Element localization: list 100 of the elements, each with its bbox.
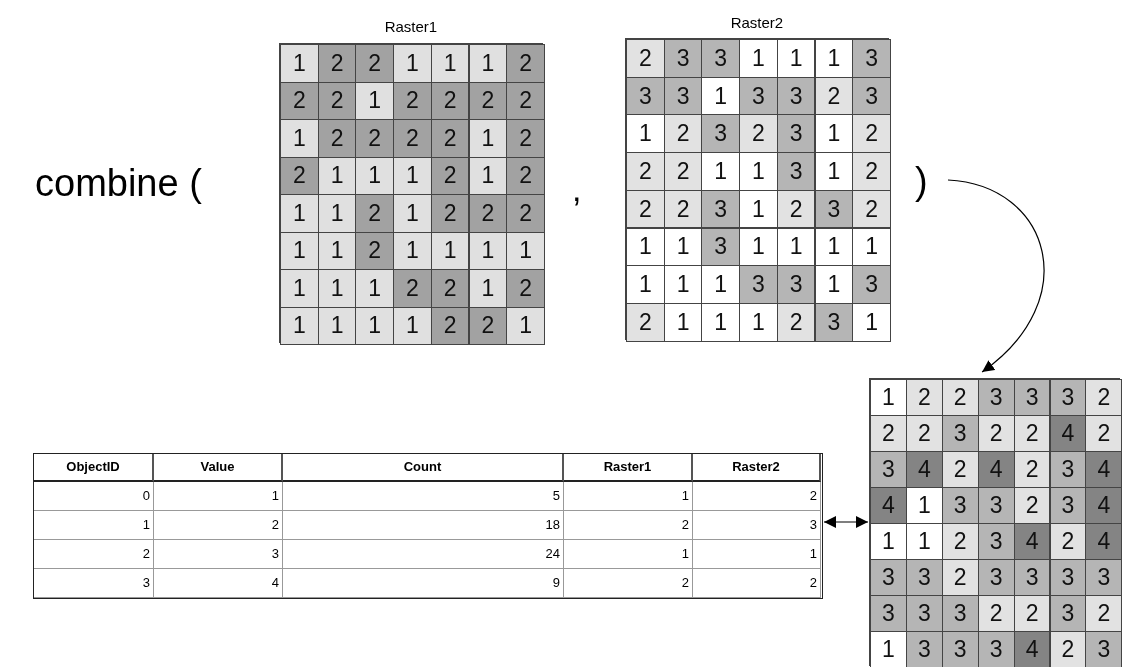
- grid-cell: 2: [430, 306, 470, 345]
- grid-cell: 1: [280, 269, 319, 308]
- grid-cell: 2: [506, 269, 545, 308]
- table-value: 18: [283, 511, 564, 540]
- grid-cell: 2: [852, 114, 891, 154]
- grid-cell: 2: [355, 194, 395, 233]
- table-value: 1: [564, 482, 693, 511]
- grid-cell: 2: [739, 114, 778, 154]
- grid-cell: 1: [852, 302, 891, 342]
- grid-cell: 2: [355, 44, 395, 83]
- grid-cell: 1: [317, 269, 357, 308]
- arrow: [823, 516, 869, 528]
- grid-cell: 3: [739, 76, 778, 116]
- grid-cell: 2: [430, 269, 470, 308]
- grid-cell: 4: [1085, 523, 1122, 560]
- grid-cell: 3: [1085, 631, 1122, 667]
- grid-cell: 2: [317, 44, 357, 83]
- grid-cell: 2: [430, 194, 470, 233]
- grid-cell: 1: [280, 194, 319, 233]
- grid-title: Raster1: [383, 18, 439, 35]
- grid-cell: 4: [1013, 631, 1051, 667]
- grid-cell: 2: [280, 81, 319, 120]
- grid-cell: 2: [393, 269, 432, 308]
- grid-cell: 2: [317, 119, 357, 158]
- table-value: 2: [564, 511, 693, 540]
- grid-cell: 1: [506, 231, 545, 270]
- column-header: Raster1: [564, 454, 693, 482]
- grid-cell: 2: [506, 119, 545, 158]
- grid-cell: 3: [701, 114, 741, 154]
- grid-cell: 3: [852, 76, 891, 116]
- grid-cell: 3: [776, 265, 816, 304]
- table-value: 0: [34, 482, 154, 511]
- grid-cell: 2: [506, 44, 545, 83]
- arrow: [947, 179, 1045, 373]
- grid-cell: 2: [1085, 379, 1122, 416]
- table-value: 1: [154, 482, 283, 511]
- table-value: 3: [154, 540, 283, 569]
- column-header: Raster2: [693, 454, 821, 482]
- table-value: 2: [693, 569, 821, 598]
- table-value: 3: [34, 569, 154, 598]
- grid-cell: 3: [852, 265, 891, 304]
- grid-cell: 3: [1085, 559, 1122, 596]
- grid-cell: 1: [393, 156, 432, 195]
- grid-cell: 2: [626, 39, 665, 78]
- grid-cell: 2: [280, 156, 319, 195]
- table-value: 1: [564, 540, 693, 569]
- grid-cell: 1: [393, 44, 432, 83]
- grid-cell: 2: [1085, 415, 1122, 452]
- grid-cell: 2: [393, 119, 432, 158]
- grid-cell: 2: [663, 152, 703, 191]
- grid-cell: 1: [870, 379, 907, 416]
- table-value: 2: [154, 511, 283, 540]
- formula-text: ,: [572, 170, 582, 209]
- grid-cell: 2: [430, 119, 470, 158]
- column-header: Value: [154, 454, 283, 482]
- grid-cell: 3: [870, 595, 907, 632]
- grid-cell: 1: [776, 39, 816, 78]
- grid-cell: 4: [1085, 451, 1122, 488]
- grid-cell: 1: [468, 44, 508, 83]
- grid-cell: 2: [1085, 595, 1122, 632]
- grid-cell: 2: [852, 189, 891, 229]
- grid-cell: 2: [626, 189, 665, 229]
- grid-cell: 1: [355, 306, 395, 345]
- grid-cell: 1: [355, 269, 395, 308]
- grid-cell: 1: [626, 227, 665, 267]
- grid-cell: 4: [870, 487, 907, 524]
- table-value: 2: [693, 482, 821, 511]
- grid-cell: 1: [506, 306, 545, 345]
- grid-cell: 2: [870, 415, 907, 452]
- grid-cell: 3: [701, 189, 741, 229]
- grid-cell: 1: [468, 119, 508, 158]
- grid-cell: 2: [626, 302, 665, 342]
- table-value: 5: [283, 482, 564, 511]
- table-value: 1: [693, 540, 821, 569]
- column-header: Count: [283, 454, 564, 482]
- formula-text: combine (: [35, 162, 202, 205]
- grid-cell: 1: [280, 306, 319, 345]
- grid-cell: 1: [468, 269, 508, 308]
- grid-cell: 2: [776, 302, 816, 342]
- grid-cell: 2: [852, 152, 891, 191]
- table-value: 24: [283, 540, 564, 569]
- grid-cell: 1: [430, 44, 470, 83]
- grid-cell: 2: [468, 194, 508, 233]
- grid-cell: 1: [280, 44, 319, 83]
- column-header: ObjectID: [34, 454, 154, 482]
- grid-cell: 2: [776, 189, 816, 229]
- grid-cell: 4: [1085, 487, 1122, 524]
- grid-title: Raster2: [729, 14, 785, 31]
- table-value: 9: [283, 569, 564, 598]
- table-value: 2: [564, 569, 693, 598]
- grid-cell: 3: [776, 152, 816, 191]
- grid-cell: 2: [506, 194, 545, 233]
- grid-cell: 1: [393, 306, 432, 345]
- grid-cell: 1: [280, 119, 319, 158]
- grid-cell: 3: [870, 559, 907, 596]
- grid-cell: 3: [977, 631, 1015, 667]
- grid-cell: 3: [852, 39, 891, 78]
- grid-cell: 1: [393, 231, 432, 270]
- grid-cell: 3: [941, 631, 979, 667]
- grid-cell: 2: [626, 152, 665, 191]
